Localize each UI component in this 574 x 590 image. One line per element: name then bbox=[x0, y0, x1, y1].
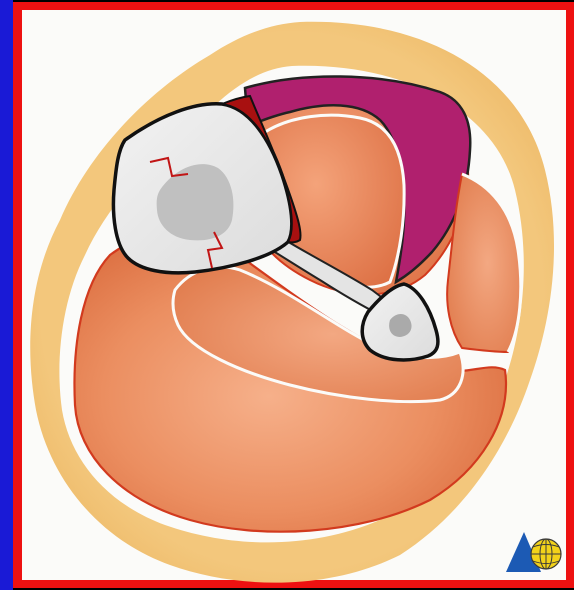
frame-left-bar bbox=[0, 0, 13, 590]
small-bone-marrow bbox=[389, 314, 411, 337]
